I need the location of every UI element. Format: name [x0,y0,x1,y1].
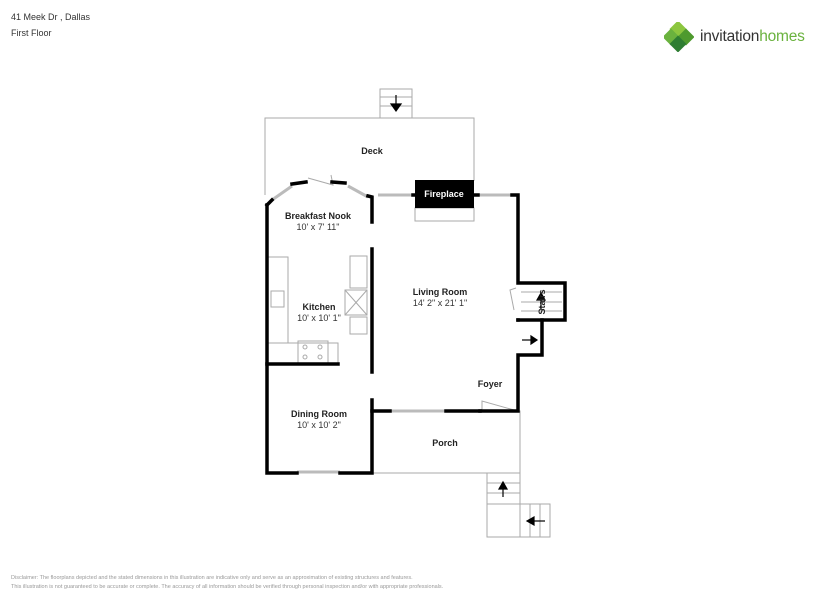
brand-logo: invitationhomes [664,22,805,52]
arrow-up-icon [497,480,509,490]
arrow-right-icon [530,334,539,346]
nook-door [307,174,334,186]
room-label-porch: Porch [432,438,458,448]
arrow-down-icon [389,103,403,113]
property-address: 41 Meek Dr , Dallas [11,12,91,22]
room-dims-kitchen: 10' x 10' 1" [297,313,341,323]
porch-stairs-lower [486,503,551,538]
windows [271,184,512,474]
room-label-living-room: Living Room [413,287,468,297]
floor-label: First Floor [11,28,52,38]
disclaimer-line-1: Disclaimer: The floorplans depicted and … [11,575,413,581]
room-dims-dining-room: 10' x 10' 2" [297,420,341,430]
fireplace [415,180,474,208]
kitchen-counter-right-top [349,255,368,289]
room-dims-breakfast-nook: 10' x 7' 11" [297,222,340,232]
stove-icon [297,340,329,364]
kitchen-counter-right-bottom [349,316,368,335]
deck-outline [264,117,475,195]
room-label-stairs: Stairs [537,289,547,314]
room-label-fireplace: Fireplace [424,189,464,199]
room-label-kitchen: Kitchen [302,302,335,312]
room-label-deck: Deck [361,146,384,156]
room-label-breakfast-nook: Breakfast Nook [285,211,352,221]
room-label-foyer: Foyer [478,379,503,389]
room-label-dining-room: Dining Room [291,409,347,419]
hearth [414,207,475,222]
disclaimer-line-2: This illustration is not guaranteed to b… [11,584,444,590]
arrow-left-icon [525,515,535,527]
stair-arrows [389,95,547,527]
sink-icon [270,290,285,308]
stairs-door [509,287,517,311]
logo-mark-icon [664,22,694,52]
room-dims-living-room: 14' 2" x 21' 1" [413,298,467,308]
refrigerator-icon [344,289,368,316]
front-door [481,400,515,411]
arrow-up-icon [535,291,547,301]
brand-name: invitationhomes [700,28,805,45]
walls [264,180,567,475]
